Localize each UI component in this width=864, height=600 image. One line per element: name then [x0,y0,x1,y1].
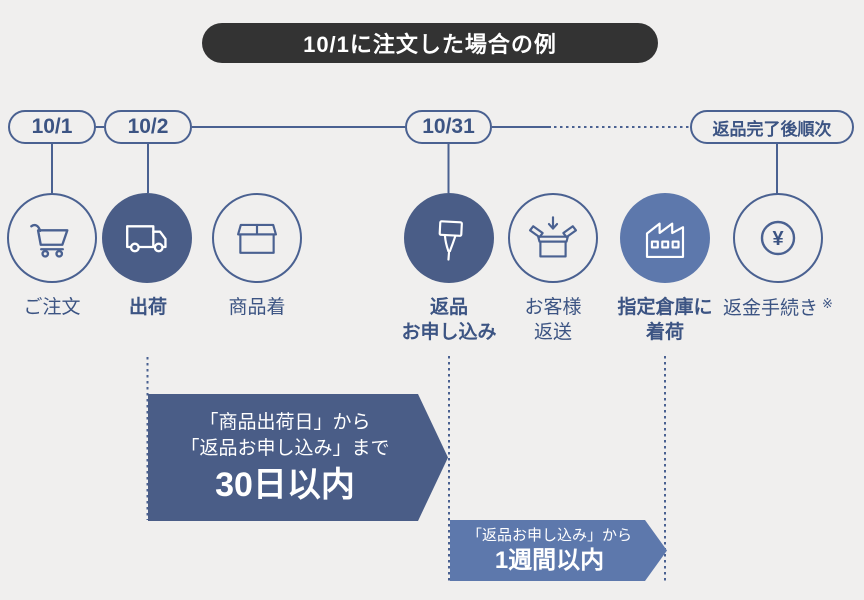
step-label-return-request: 返品 お申し込み [374,295,524,345]
date-text: 10/31 [422,115,475,138]
banner-line: 「返品お申し込み」から [466,527,632,545]
label-text: 返金手続き [723,298,819,319]
date-text: 10/2 [127,115,169,138]
warehouse-factory-icon [645,222,685,258]
title-banner: 10/1に注文した場合の例 [202,23,658,63]
step-label-delivered: 商品着 [182,295,332,320]
label-text: 商品着 [228,297,286,318]
return-tag-icon [438,220,463,261]
banner-line: 「返品お申し込み」まで [180,438,390,460]
step-label-order: ご注文 [0,295,127,320]
label-text: ご注文 [23,297,81,318]
banner-highlight: 30日以内 [215,466,355,505]
banner-30-days: 「商品出荷日」から 「返品お申し込み」まで 30日以内 [148,394,448,521]
step-label-refund: 返金手続き※ [703,295,853,321]
delivery-truck-icon [126,225,167,253]
banner-highlight: 1週間以内 [494,547,605,575]
step-label-customer-return: お客様 返送 [478,295,628,345]
step-circle-delivered [212,193,302,283]
label-text: 指定倉庫に 着荷 [617,297,713,344]
open-box-return-icon [528,216,578,258]
label-text: 返品 お申し込み [401,297,497,344]
step-circle-order [7,193,97,283]
yen-refund-icon: ¥ [760,220,796,256]
step-circle-ship [102,193,192,283]
label-text: お客様 返送 [524,297,582,344]
cart-icon [30,223,69,258]
date-pill-order: 10/1 [8,110,96,144]
step-label-warehouse: 指定倉庫に 着荷 [590,295,740,345]
step-circle-refund: ¥ [733,193,823,283]
yen-symbol: ¥ [772,228,784,250]
banner-line: 「商品出荷日」から [199,411,371,433]
date-text: 返品完了後順次 [712,119,832,139]
date-text: 10/1 [31,115,73,138]
step-circle-customer-return [508,193,598,283]
package-box-icon [237,223,277,254]
date-pill-ship: 10/2 [104,110,192,144]
date-pill-after-return: 返品完了後順次 [690,110,854,144]
banner-1-week: 「返品お申し込み」から 1週間以内 [450,520,667,581]
title-text: 10/1に注文した場合の例 [303,32,557,57]
step-circle-return-request [404,193,494,283]
asterisk-note: ※ [822,296,833,311]
step-label-ship: 出荷 [73,295,223,320]
label-text: 出荷 [128,297,167,318]
step-circle-warehouse [620,193,710,283]
date-pill-return-request: 10/31 [405,110,492,144]
